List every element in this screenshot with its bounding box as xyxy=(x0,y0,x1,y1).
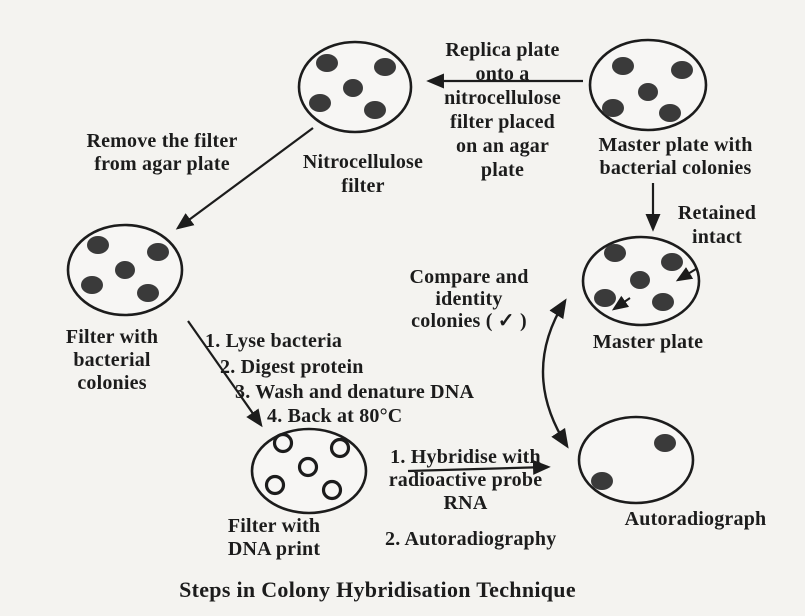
master-plate-top-label: Master plate with bacterial colonies xyxy=(578,134,773,180)
text-line: plate xyxy=(480,159,525,181)
master-plate-right xyxy=(581,235,701,327)
text-line: onto a xyxy=(475,63,530,85)
colony-dot xyxy=(659,104,681,122)
colony-dot xyxy=(652,293,674,311)
filter-with-colonies-label: Filter with bacterial colonies xyxy=(38,326,186,395)
text-line: intact xyxy=(691,226,743,248)
text-line: colonies ( ✓ ) xyxy=(411,310,527,332)
step-lyse-bacteria: 1. Lyse bacteria xyxy=(205,330,343,352)
colony-dot xyxy=(630,271,650,289)
treatment-arrow xyxy=(187,320,263,428)
text-line: nitrocellulose xyxy=(444,87,561,109)
colony-dot xyxy=(602,99,624,117)
step-wash-denature: 3. Wash and denature DNA xyxy=(235,381,475,403)
colony-dot xyxy=(638,83,658,101)
colony-dot xyxy=(604,244,626,262)
text-line: RNA xyxy=(443,492,488,514)
text-line: filter xyxy=(341,175,385,197)
retained-intact-label: Retained intact xyxy=(662,201,772,249)
dna-spot xyxy=(297,456,319,478)
text-line: bacterial xyxy=(73,349,151,371)
text-line: Filter with xyxy=(227,515,321,537)
colony-dot xyxy=(81,276,103,294)
text-line: DNA print xyxy=(227,538,321,560)
step-digest-protein: 2. Digest protein xyxy=(220,356,364,378)
colony-dot xyxy=(147,243,169,261)
colony-pointer-arrow xyxy=(611,295,631,311)
text-line: Nitrocellulose xyxy=(302,151,424,173)
compare-identify-label: Compare and identity colonies ( ✓ ) xyxy=(383,266,555,332)
filter-with-colonies-plate xyxy=(66,223,184,317)
remove-filter-arrow xyxy=(175,127,314,230)
dna-print-label: Filter with DNA print xyxy=(200,515,348,561)
colony-pointer-arrow xyxy=(675,267,697,282)
autoradiography-step-label: 2. Autoradiography xyxy=(385,528,557,550)
colony-dot xyxy=(316,54,338,72)
text-line: Filter with xyxy=(65,326,159,348)
colony-dot xyxy=(612,57,634,75)
text-line: identity xyxy=(435,288,503,310)
colony-dot xyxy=(364,101,386,119)
text-line: Master plate with xyxy=(598,134,753,156)
master-plate-top xyxy=(588,38,708,132)
hybridise-arrow xyxy=(407,459,551,475)
text-line: 1. Hybridise with xyxy=(390,446,541,468)
colony-dot xyxy=(654,434,676,452)
text-line: bacterial colonies xyxy=(599,157,752,179)
diagram-title: Steps in Colony Hybridisation Technique xyxy=(179,577,576,602)
text-line: Compare and xyxy=(409,266,529,288)
text-line: colonies xyxy=(77,372,147,394)
text-line: from agar plate xyxy=(94,153,230,175)
hybridise-step-label: 1. Hybridise with radioactive probe RNA xyxy=(363,446,568,515)
text-line: on an agar xyxy=(455,135,550,157)
dna-spot xyxy=(321,479,343,501)
colony-dot xyxy=(115,261,135,279)
dna-spot xyxy=(272,432,294,454)
replica-instruction: Replica plate onto a nitrocellulose filt… xyxy=(415,38,590,182)
dna-spot xyxy=(264,474,286,496)
text-line: Replica plate xyxy=(445,39,560,61)
master-plate-right-label: Master plate xyxy=(592,331,704,353)
colony-dot xyxy=(309,94,331,112)
text-line: radioactive probe xyxy=(388,469,543,491)
text-line: filter placed xyxy=(450,111,555,133)
text-line: Remove the filter xyxy=(86,130,238,152)
autoradiograph-label: Autoradiograph xyxy=(624,508,767,530)
colony-dot xyxy=(343,79,363,97)
text-line: Retained xyxy=(677,202,757,224)
autoradiograph-plate xyxy=(577,415,695,505)
colony-dot xyxy=(87,236,109,254)
remove-filter-instruction: Remove the filter from agar plate xyxy=(58,130,266,176)
colony-dot xyxy=(374,58,396,76)
dna-spot xyxy=(329,437,351,459)
colony-dot xyxy=(661,253,683,271)
nitrocellulose-filter-label: Nitrocellulose filter xyxy=(283,150,443,198)
colony-dot xyxy=(594,289,616,307)
dna-print-plate xyxy=(250,427,368,515)
nitrocellulose-filter-plate xyxy=(297,40,413,134)
step-bake: 4. Back at 80°C xyxy=(267,405,403,427)
colony-dot xyxy=(137,284,159,302)
colony-dot xyxy=(671,61,693,79)
colony-dot xyxy=(591,472,613,490)
compare-double-arrow xyxy=(541,298,569,449)
